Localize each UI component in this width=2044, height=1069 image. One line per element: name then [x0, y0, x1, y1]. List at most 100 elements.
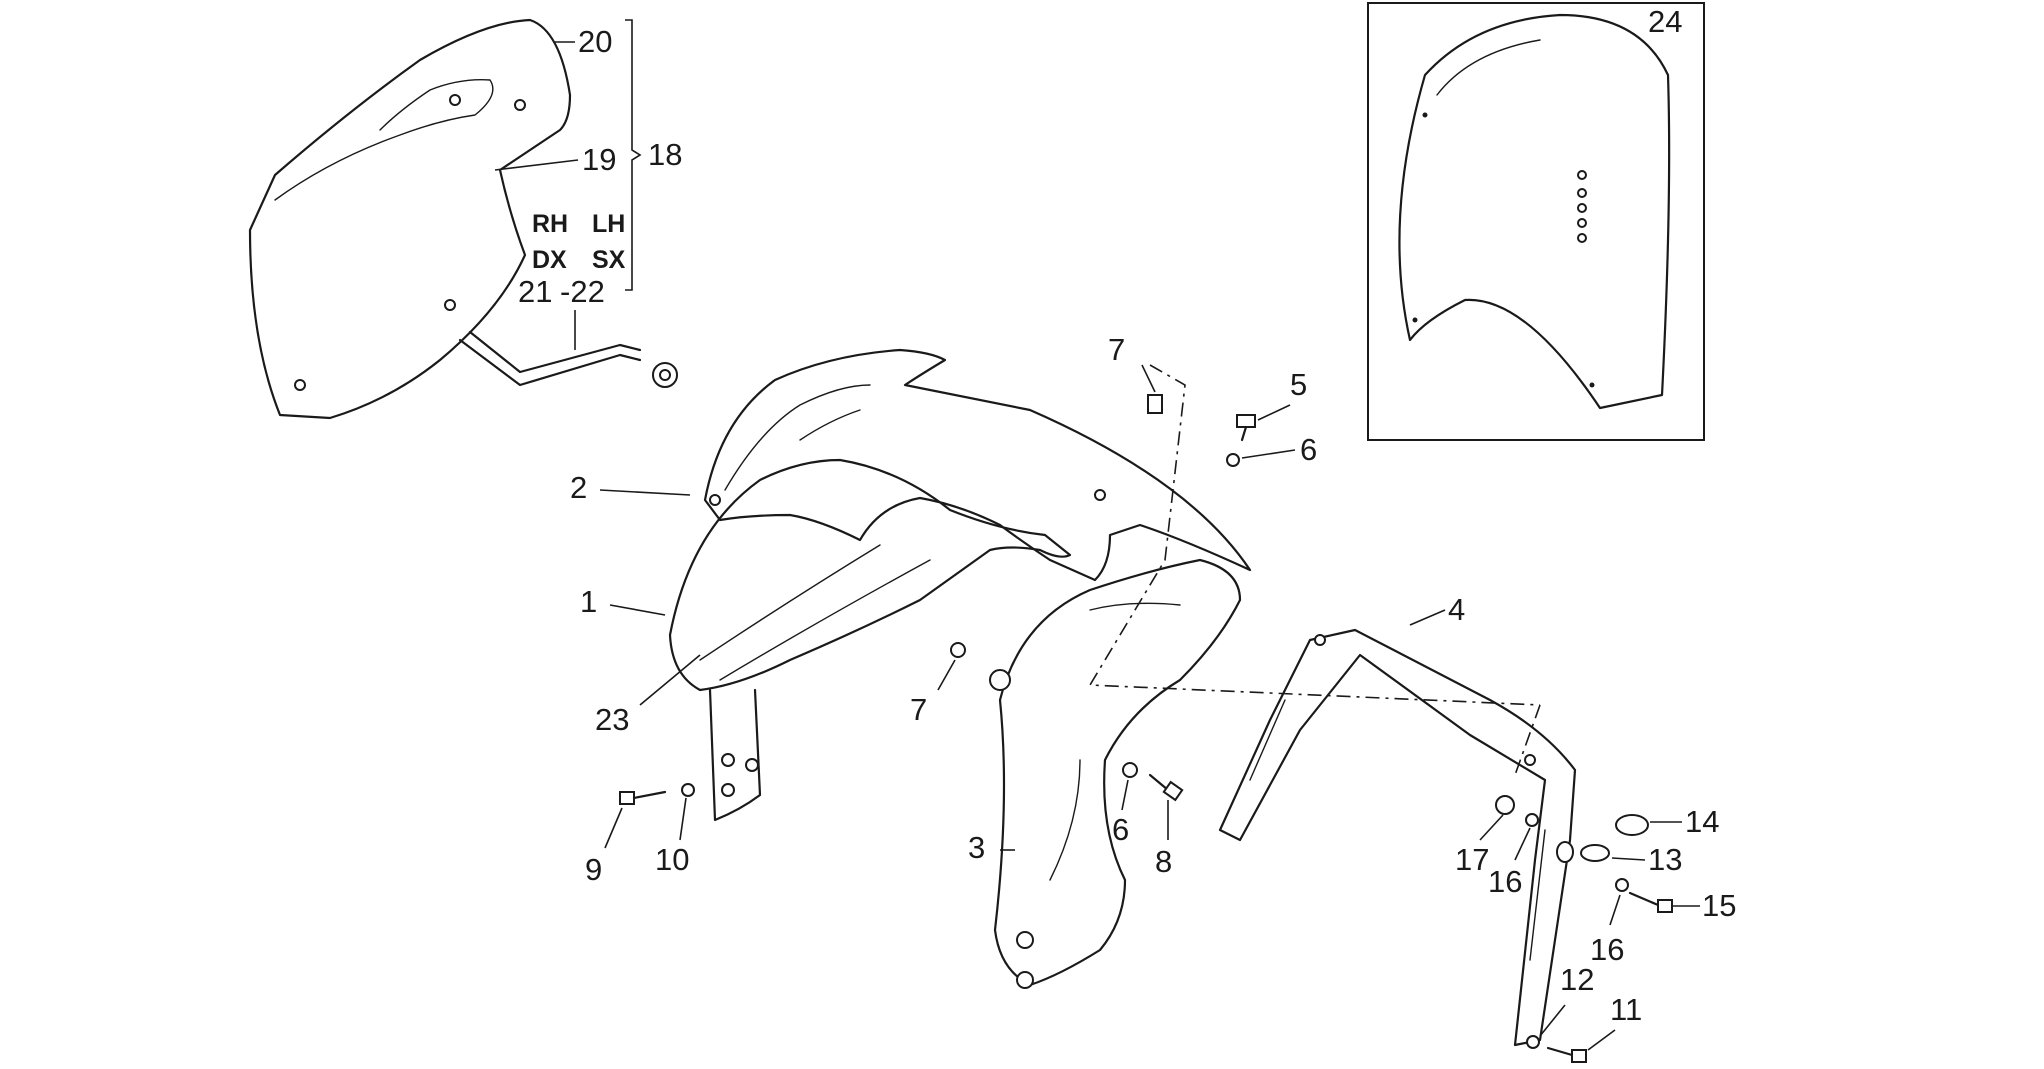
callout-4: 4 — [1448, 592, 1465, 627]
callout-6-lower: 6 — [1112, 812, 1129, 847]
washer-12: 12 — [1526, 962, 1594, 1049]
callout-17: 17 — [1455, 842, 1489, 877]
leader-10 — [679, 797, 687, 841]
mount-hole — [721, 783, 735, 797]
screw-11: 11 — [1546, 992, 1642, 1063]
brake-hose-outer — [468, 330, 642, 374]
callout-12: 12 — [1560, 962, 1594, 997]
fork-guard-part-3 — [993, 558, 1242, 987]
leader-16 — [1514, 827, 1531, 861]
washer — [1226, 453, 1240, 467]
callout-1: 1 — [580, 584, 597, 619]
screw-head — [619, 791, 635, 805]
hose-fitting-inner — [659, 369, 671, 381]
leader-4 — [1409, 609, 1446, 626]
leader-5 — [1257, 404, 1291, 421]
windscreen-hole — [1577, 203, 1587, 213]
brace-slot — [1529, 829, 1546, 961]
fender-part-2 — [703, 348, 1252, 582]
washer-16-lower: 16 — [1590, 878, 1629, 967]
rear-fender: 2 — [570, 348, 1252, 582]
callout-2: 2 — [570, 470, 587, 505]
fork-brace-part-4 — [1218, 628, 1577, 1047]
screw-head — [1571, 1049, 1587, 1063]
fairing-cutout — [274, 79, 494, 201]
screw-15: 15 — [1628, 888, 1736, 923]
windscreen-hole — [1577, 233, 1587, 243]
leader-12 — [1539, 1004, 1566, 1037]
windscreen-hole — [1577, 188, 1587, 198]
screw-9: 9 — [585, 790, 667, 887]
washer — [681, 783, 695, 797]
fork-guard-hole — [1016, 931, 1034, 949]
brace-slot — [1249, 699, 1286, 781]
nut-17: 17 — [1455, 795, 1515, 877]
screw-shank — [1628, 891, 1660, 907]
bushing — [950, 642, 966, 658]
screw-head — [1236, 414, 1256, 428]
fork-guard-hole — [989, 669, 1011, 691]
windscreen-edge — [1436, 39, 1541, 96]
callout-10: 10 — [655, 842, 689, 877]
callout-3: 3 — [968, 830, 985, 865]
leader-16 — [1609, 894, 1621, 926]
callout-7-lower: 7 — [910, 692, 927, 727]
nut — [1495, 795, 1515, 815]
windscreen-dot — [1422, 112, 1428, 118]
callout-20: 20 — [578, 24, 612, 59]
washer-6-lower: 6 — [1112, 762, 1138, 847]
callout-23: 23 — [595, 702, 629, 737]
spacer — [1556, 841, 1574, 863]
bracket-18 — [625, 19, 642, 291]
windscreen-hole — [1577, 170, 1587, 180]
washer — [1526, 1035, 1540, 1049]
label-rh: RH — [532, 210, 568, 238]
washer-6-upper: 6 — [1226, 432, 1317, 467]
fork-guard-rib — [1049, 759, 1081, 881]
callout-24: 24 — [1648, 4, 1682, 39]
fender-hole — [709, 494, 721, 506]
washer — [1615, 878, 1629, 892]
screw-shank — [1240, 425, 1248, 442]
fairing-hole — [514, 99, 526, 111]
fork-guard-hole — [1016, 971, 1034, 989]
leader-23 — [639, 654, 701, 706]
washer — [1122, 762, 1138, 778]
leader-17 — [1479, 814, 1504, 841]
leader-7 — [1141, 364, 1156, 393]
screw-shank — [632, 790, 667, 800]
brace-hole — [1314, 634, 1326, 646]
windscreen-inset: 24 — [1367, 2, 1705, 441]
callout-7-upper: 7 — [1108, 332, 1125, 367]
callout-6-upper: 6 — [1300, 432, 1317, 467]
callout-18: 18 — [648, 137, 682, 172]
callout-16-upper: 16 — [1488, 864, 1522, 899]
leader-11 — [1587, 1029, 1616, 1051]
callout-15: 15 — [1702, 888, 1736, 923]
callout-13: 13 — [1648, 842, 1682, 877]
fork-guard-rib — [1089, 602, 1181, 611]
callout-14: 14 — [1685, 804, 1719, 839]
callout-16-lower: 16 — [1590, 932, 1624, 967]
washer-13: 13 — [1580, 842, 1682, 877]
leader-9 — [604, 807, 623, 849]
side-fairing-assembly: 20 19 18 RH LH DX SX 21 -22 — [248, 18, 682, 420]
mudguard-rib — [719, 559, 931, 681]
windscreen-dot — [1412, 317, 1418, 323]
spacer-13-inner — [1556, 841, 1574, 863]
washer — [1580, 844, 1610, 862]
mount-hole — [721, 753, 735, 767]
fender-hole — [1094, 489, 1106, 501]
label-dx: DX — [532, 246, 567, 274]
label-lh: LH — [592, 210, 625, 238]
fork-brace: 4 — [1218, 592, 1577, 1047]
brake-hose — [458, 338, 642, 387]
fairing-hole — [449, 94, 461, 106]
callout-9: 9 — [585, 852, 602, 887]
front-mudguard: 1 23 — [580, 458, 1072, 822]
leader-19 — [494, 159, 579, 171]
mudguard-mount — [708, 688, 762, 822]
mount-hole — [745, 758, 759, 772]
fairing-hole — [294, 379, 306, 391]
bushing-7-lower: 7 — [910, 642, 966, 727]
